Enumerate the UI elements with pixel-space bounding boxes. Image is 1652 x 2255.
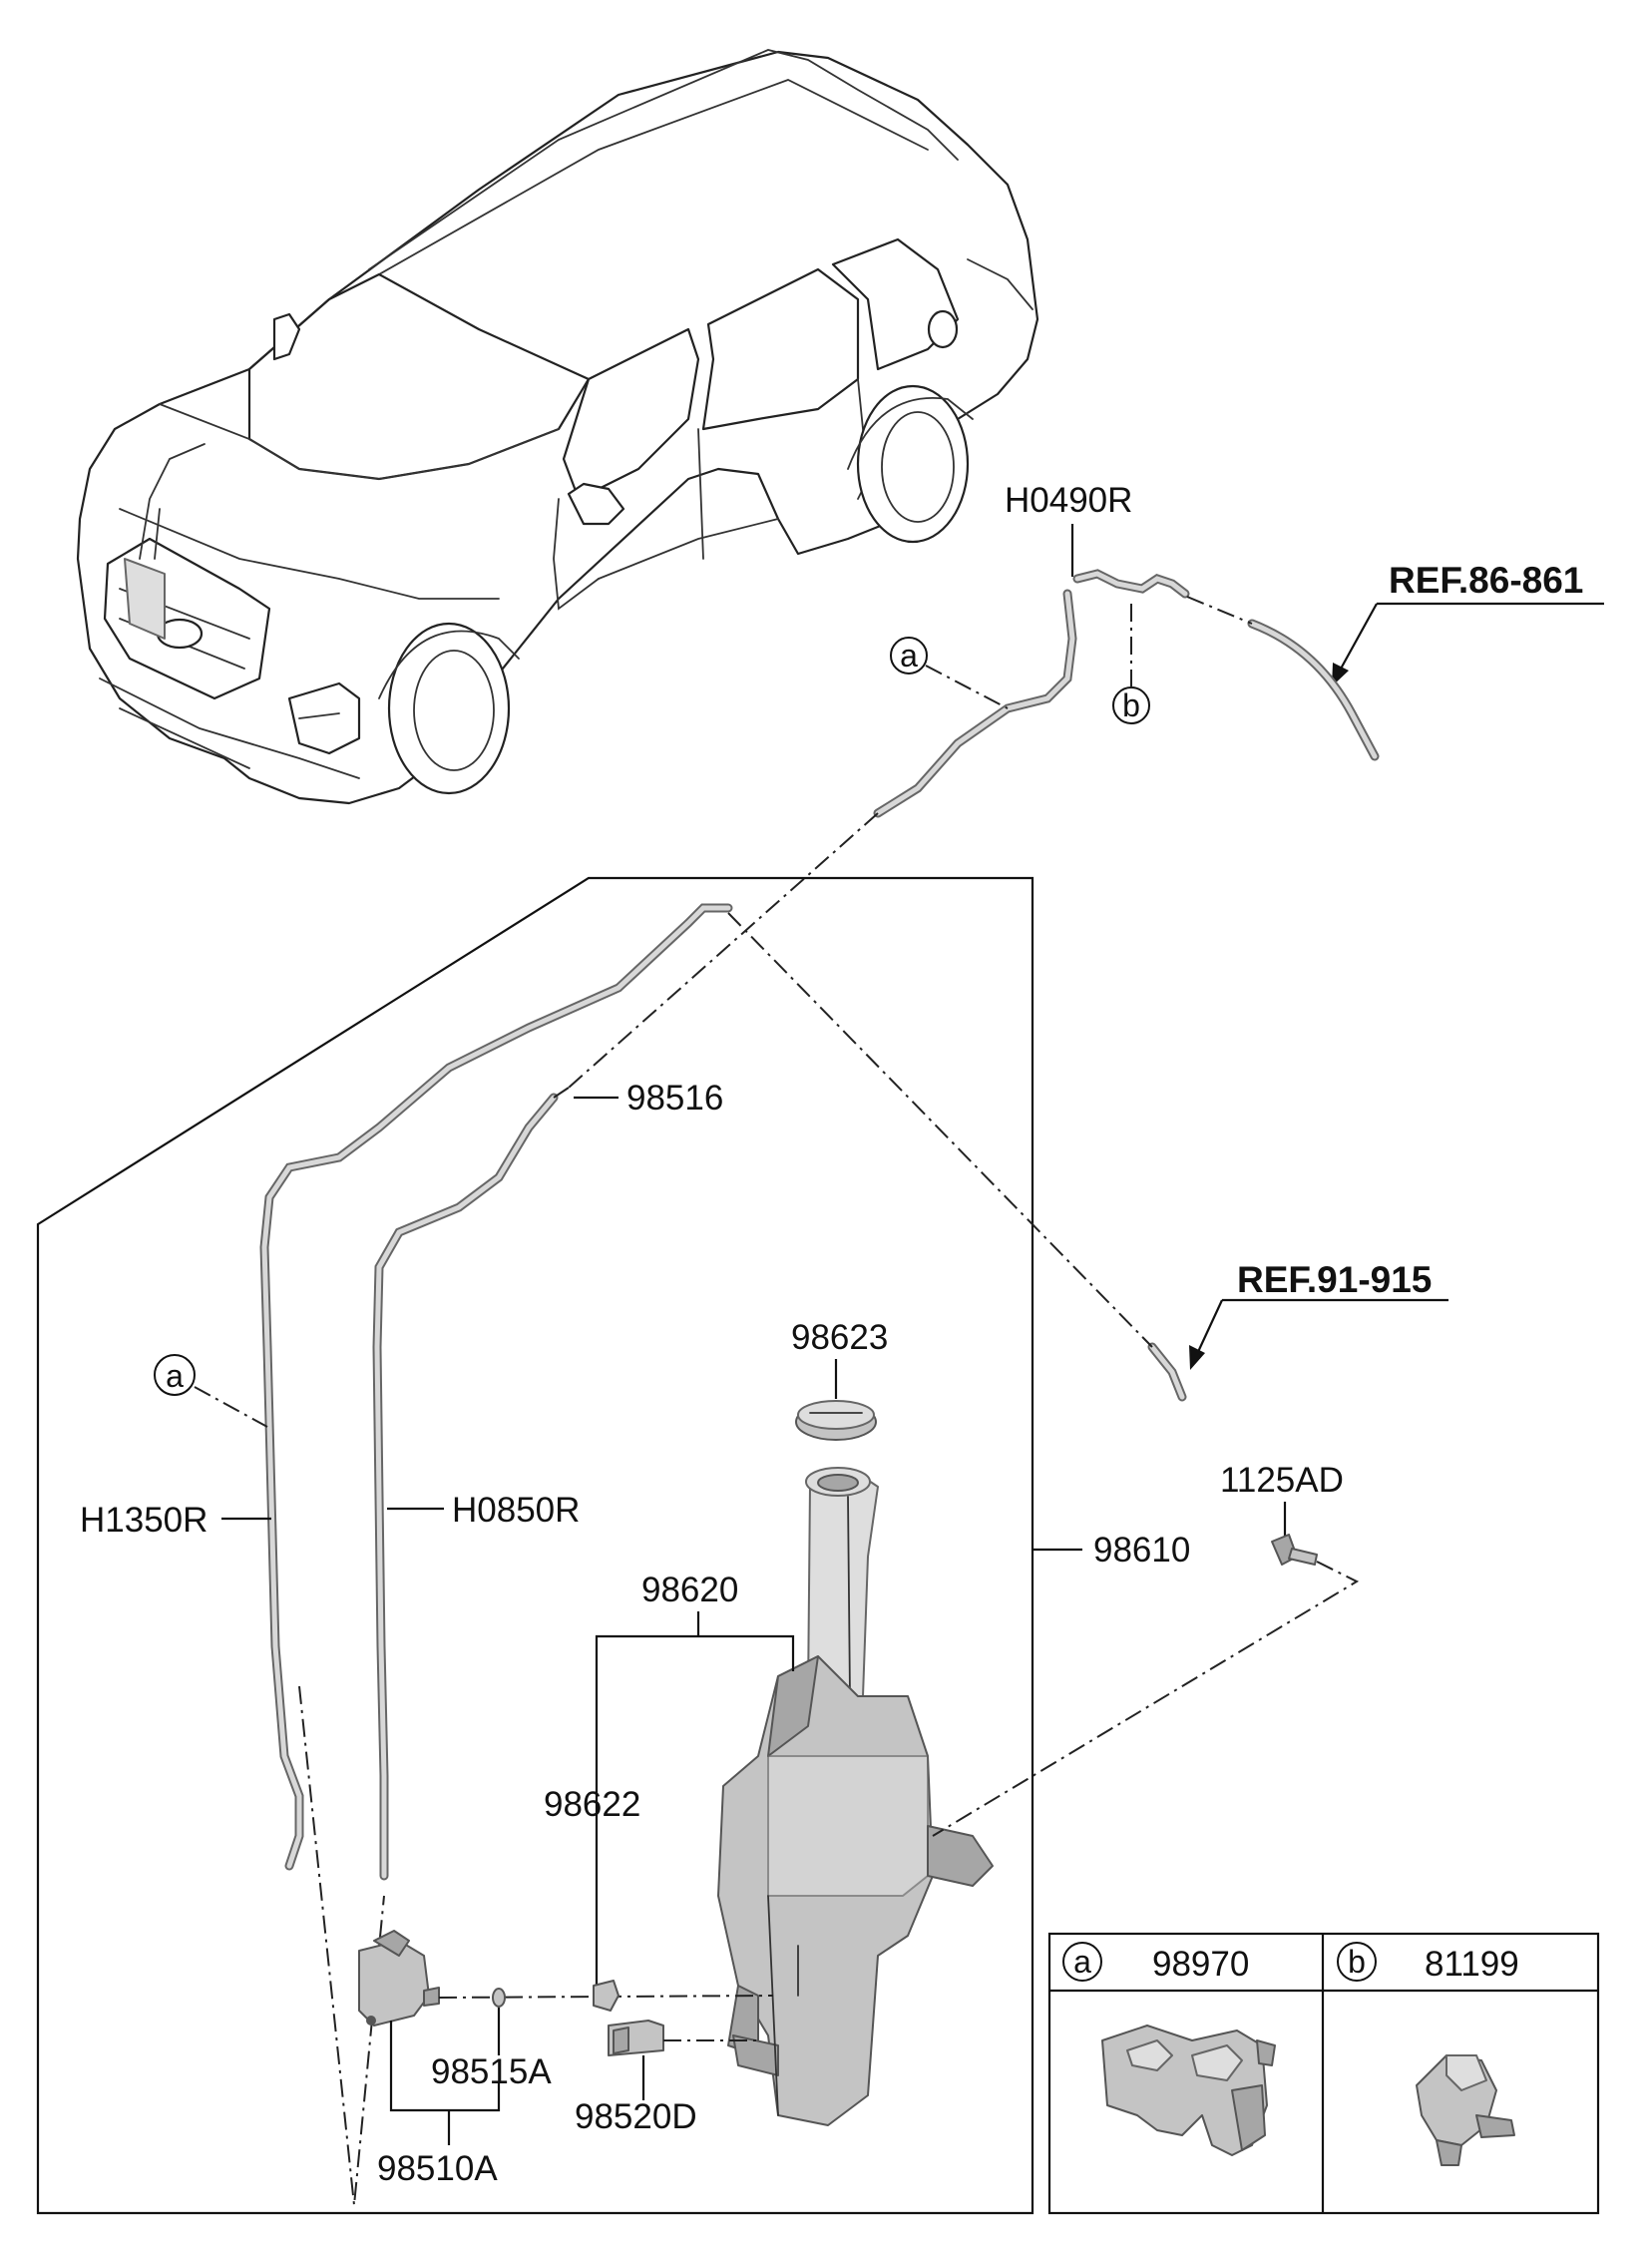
hose-h0490r: H0490R a b [873, 481, 1253, 818]
ref-86-arrow-icon [1332, 663, 1349, 686]
label-h1350r: H1350R [80, 1501, 207, 1540]
assembly-frame [36, 876, 1034, 2215]
hose-h1350r: H1350R a [80, 903, 1153, 1871]
clip-98970-illustration [1101, 2025, 1276, 2156]
label-98510a: 98510A [377, 2149, 498, 2188]
legend-b-part: 81199 [1425, 1945, 1519, 1984]
label-1125ad: 1125AD [1220, 1461, 1344, 1500]
label-98520d: 98520D [575, 2097, 697, 2136]
ref-86-861-label: REF.86-861 [1389, 560, 1583, 601]
legend-b-letter: b [1348, 1944, 1366, 1980]
callout-a-top: a [900, 638, 918, 674]
callout-a-lower: a [166, 1358, 184, 1394]
callout-a-circle [890, 637, 928, 675]
legend-table: a 98970 b 81199 [1047, 1932, 1600, 2215]
label-98622: 98622 [544, 1785, 640, 1824]
legend-a-part: 98970 [1152, 1945, 1249, 1984]
ref-91-915-label: REF.91-915 [1237, 1259, 1432, 1300]
label-98515a: 98515A [431, 2052, 552, 2091]
callout-b-top: b [1122, 687, 1140, 723]
hose-h0850r: 98516 H0850R [372, 1079, 723, 1881]
reference-91-915: REF.91-915 [1147, 1259, 1448, 1402]
washer-tank [717, 1467, 994, 2126]
washer-pump [358, 1930, 774, 2056]
label-98516: 98516 [626, 1079, 723, 1118]
reference-86-861: REF.86-861 [1247, 560, 1604, 761]
bolt-1125ad: 1125AD [932, 1461, 1360, 1837]
callout-a-circle-lower [154, 1354, 196, 1396]
vehicle-illustration [76, 49, 1039, 805]
ref-91-arrow-icon [1189, 1345, 1205, 1370]
label-h0490r: H0490R [1005, 481, 1132, 520]
clip-81199-illustration [1416, 2054, 1515, 2166]
legend-a-letter: a [1073, 1944, 1091, 1980]
label-98620: 98620 [641, 1571, 738, 1609]
label-98623: 98623 [791, 1318, 888, 1357]
filler-cap-98623: 98623 [791, 1318, 888, 1441]
label-h0850r: H0850R [452, 1491, 580, 1530]
bracket-98620: 98620 98622 [544, 1571, 795, 1986]
label-98610: 98610 [1093, 1531, 1190, 1570]
